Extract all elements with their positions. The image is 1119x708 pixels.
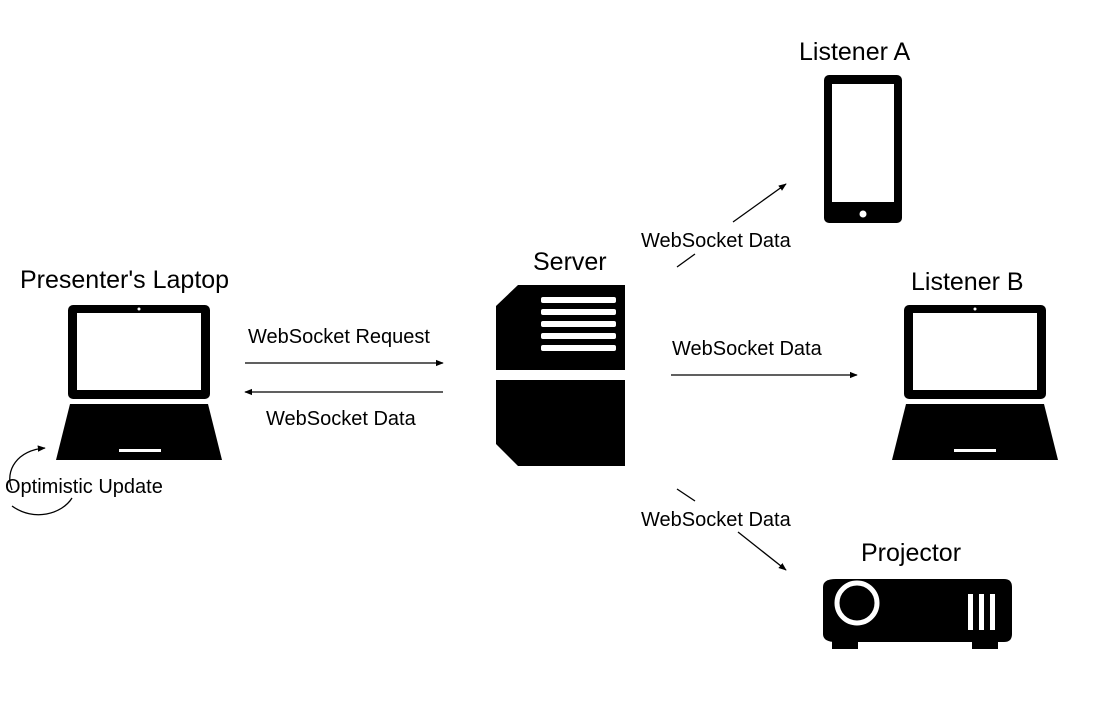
listener-a-phone-icon (824, 75, 902, 223)
optimistic-update-loop (9, 445, 73, 516)
data-a-arrow-tail (676, 253, 696, 268)
projector-icon (823, 579, 1012, 649)
websocket-data-back-label: WebSocket Data (266, 408, 417, 430)
websocket-data-b-label: WebSocket Data (672, 338, 823, 360)
projector-label: Projector (861, 539, 961, 567)
data-projector-arrow (737, 531, 787, 571)
server-label: Server (533, 248, 607, 276)
presenter-laptop-icon (56, 305, 222, 460)
data-a-arrow (732, 183, 787, 223)
websocket-data-a-label: WebSocket Data (641, 230, 792, 252)
server-icon (496, 285, 625, 466)
websocket-request-label: WebSocket Request (248, 326, 430, 348)
listener-b-label: Listener B (911, 268, 1024, 296)
data-projector-arrow-tail (676, 488, 696, 502)
listener-a-label: Listener A (799, 38, 911, 66)
presenter-laptop-label: Presenter's Laptop (20, 266, 229, 294)
optimistic-update-label: Optimistic Update (5, 476, 163, 498)
websocket-data-projector-label: WebSocket Data (641, 509, 792, 531)
listener-b-laptop-icon (892, 305, 1058, 460)
